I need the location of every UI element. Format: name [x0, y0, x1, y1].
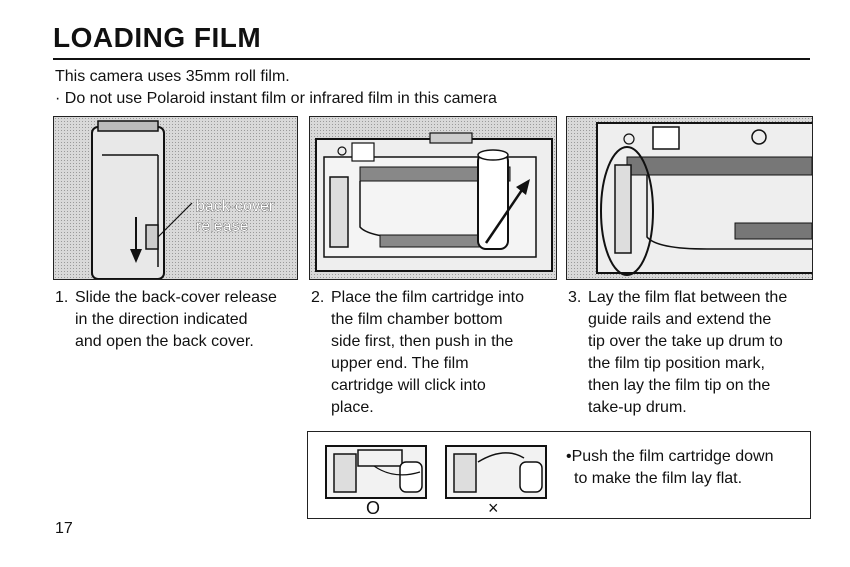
film-chamber-illustration [315, 132, 553, 272]
step-1-line: in the direction indicated [75, 311, 248, 328]
step-3-line: take-up drum. [588, 399, 687, 416]
figure-film-tip [566, 116, 813, 280]
step-1-text: Slide the back-cover release in the dire… [75, 287, 277, 353]
incorrect-mark: × [488, 498, 499, 518]
step-3-line: Lay the film flat between the [588, 289, 788, 306]
step-3-number: 3. [568, 289, 582, 306]
step-2-line: upper end. The film [331, 355, 469, 372]
note-box: O × [307, 431, 811, 519]
note-line: to make the film lay flat. [574, 470, 743, 487]
step-3-line: tip over the take up drum to [588, 333, 783, 350]
page-number: 17 [55, 520, 73, 537]
correct-mark: O [366, 498, 380, 518]
step-1-line: and open the back cover. [75, 333, 254, 350]
intro: This camera uses 35mm roll film. · Do no… [55, 66, 497, 110]
step-2-number: 2. [311, 289, 325, 306]
intro-line-1: This camera uses 35mm roll film. [55, 68, 290, 85]
figure-back-cover-release: back-cover release [53, 116, 298, 280]
step-3-line: guide rails and extend the [588, 311, 772, 328]
cartridge-comparison-illustration: O × [325, 445, 547, 518]
take-up-drum-illustration [596, 122, 812, 276]
step-3-line: then lay the film tip on the [588, 377, 771, 394]
callout-release: release [196, 218, 249, 235]
step-1-line: Slide the back-cover release [75, 289, 277, 306]
step-2-line: cartridge will click into [331, 377, 486, 394]
step-2-line: the film chamber bottom [331, 311, 503, 328]
step-2-line: Place the film cartridge into [331, 289, 524, 306]
step-3-text: Lay the film flat between the guide rail… [588, 287, 787, 419]
title-rule [53, 58, 810, 60]
callout-back-cover: back-cover [196, 198, 275, 215]
step-2-line: side first, then push in the [331, 333, 514, 350]
page-title: LOADING FILM [53, 22, 262, 53]
step-1-number: 1. [55, 289, 69, 306]
camera-side-illustration: back-cover release [91, 120, 275, 279]
figure-film-cartridge [309, 116, 557, 280]
note-text: •Push the film cartridge down to make th… [566, 446, 806, 490]
step-3-line: the film tip position mark, [588, 355, 765, 372]
step-2-line: place. [331, 399, 374, 416]
note-line: •Push the film cartridge down [566, 448, 774, 465]
intro-line-2: · Do not use Polaroid instant film or in… [55, 90, 497, 107]
step-2-text: Place the film cartridge into the film c… [331, 287, 524, 419]
